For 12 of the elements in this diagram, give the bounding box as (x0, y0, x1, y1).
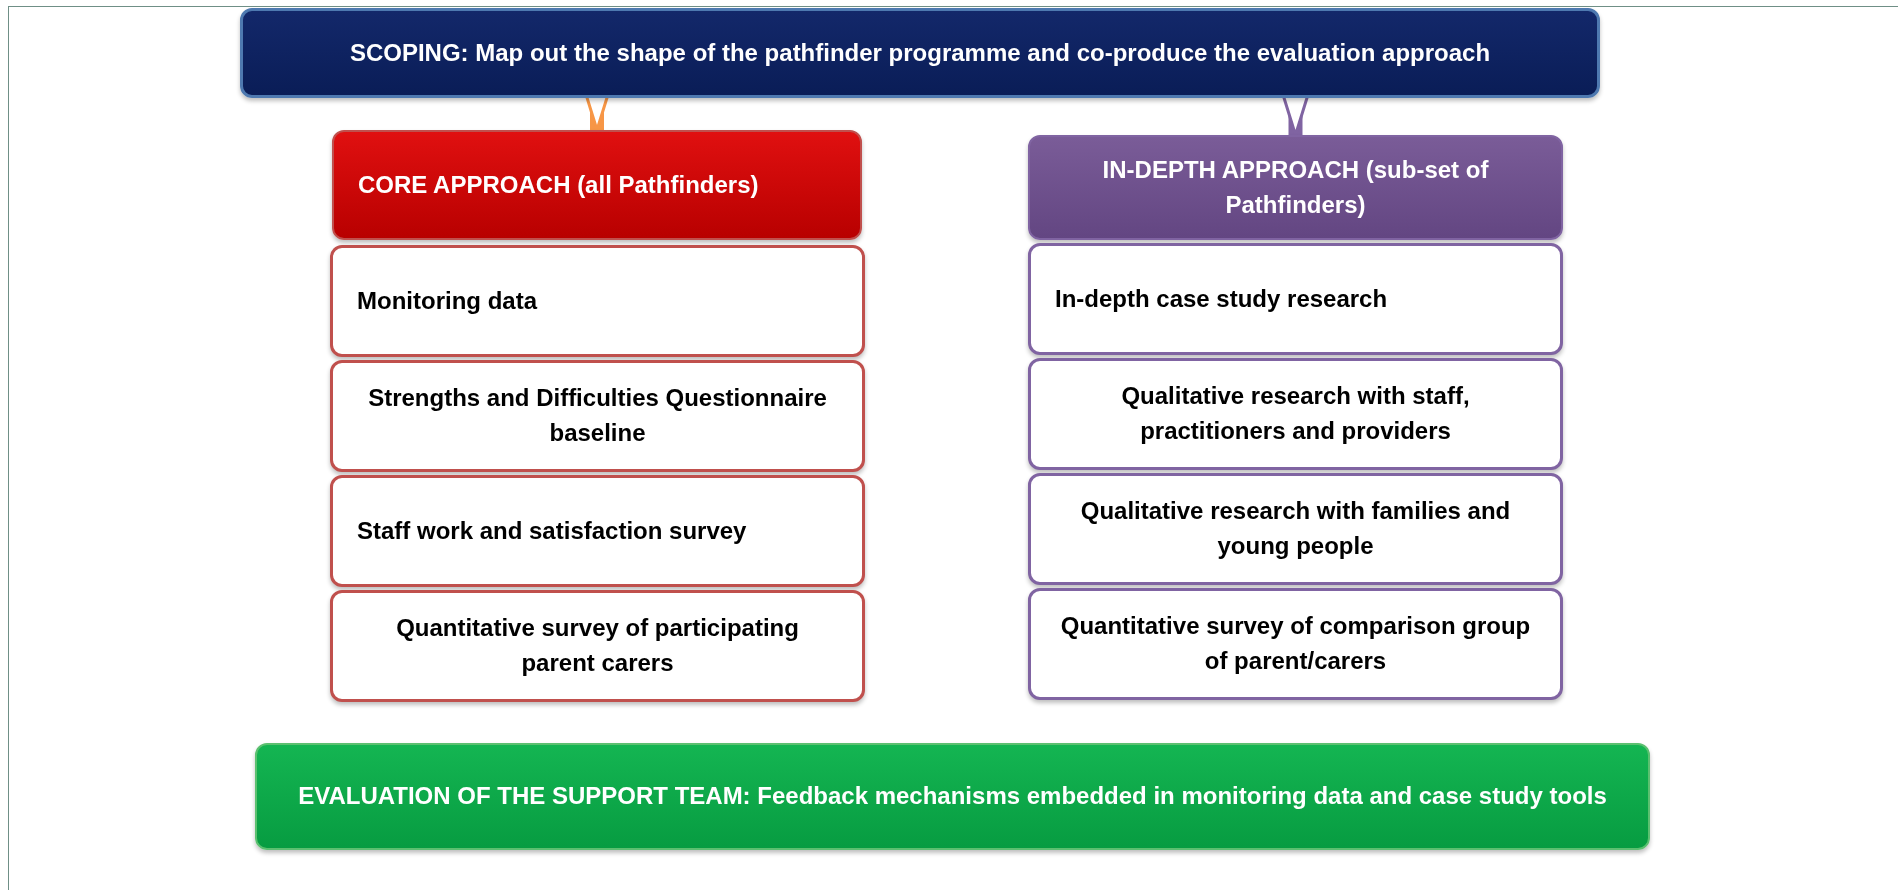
scoping-banner: SCOPING: Map out the shape of the pathfinder programme and co-produce the evaluation approach (240, 8, 1600, 98)
method-box: Strengths and Difficulties Questionnaire baseline (330, 360, 865, 472)
method-box: Monitoring data (330, 245, 865, 357)
in-depth-approach-header: IN-DEPTH APPROACH (sub-set of Pathfinders) (1028, 135, 1563, 240)
method-box: Staff work and satisfaction survey (330, 475, 865, 587)
evaluation-banner: EVALUATION OF THE SUPPORT TEAM: Feedback mechanisms embedded in monitoring data and case study tools (255, 743, 1650, 850)
method-box: Quantitative survey of participating parent carers (330, 590, 865, 702)
method-box: Qualitative research with families and young people (1028, 473, 1563, 585)
core-approach-header: CORE APPROACH (all Pathfinders) (332, 130, 862, 240)
method-box: Qualitative research with staff, practitioners and providers (1028, 358, 1563, 470)
method-box: In-depth case study research (1028, 243, 1563, 355)
method-box: Quantitative survey of comparison group of parent/carers (1028, 588, 1563, 700)
